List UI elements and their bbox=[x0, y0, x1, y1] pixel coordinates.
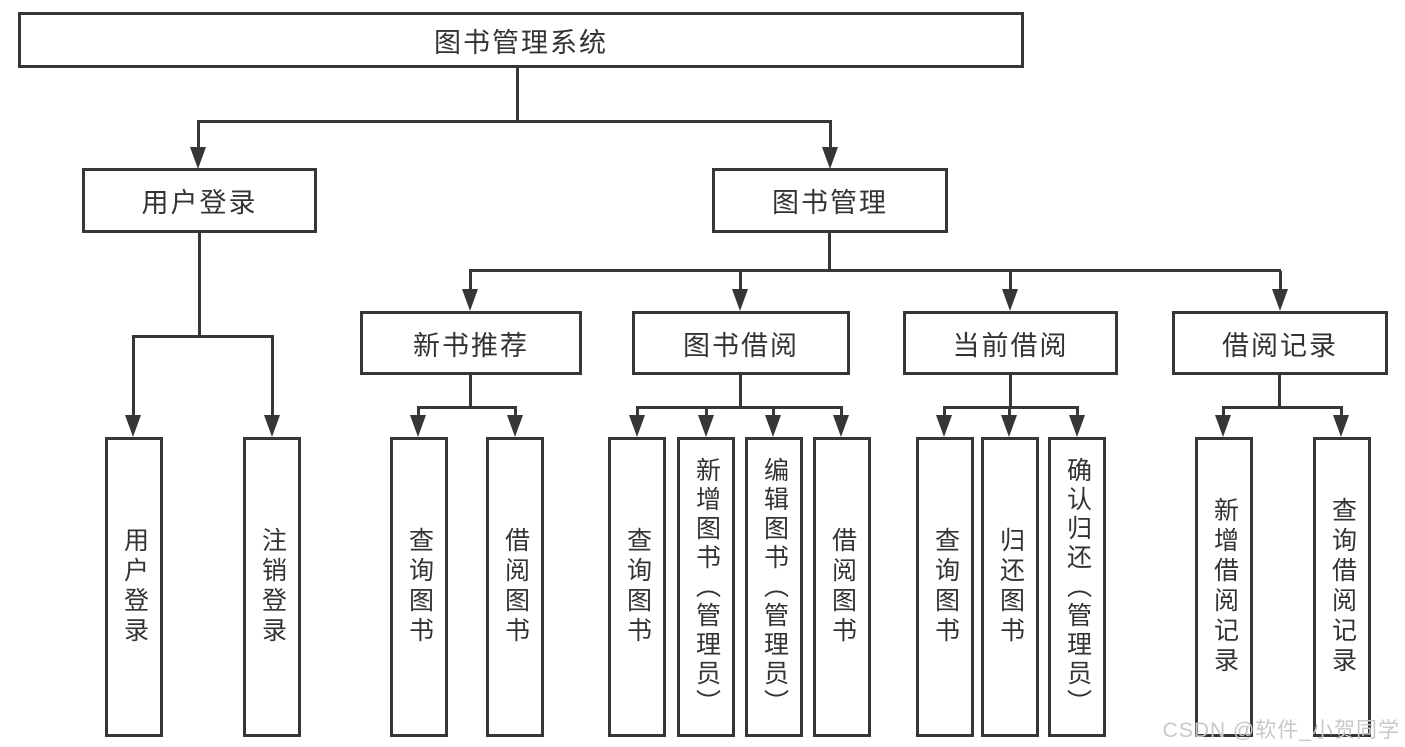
node-user-login: 用户登录 bbox=[82, 168, 317, 233]
node-label: 图书借阅 bbox=[683, 330, 799, 361]
arrowhead-down-icon bbox=[1001, 415, 1017, 437]
arrowhead-down-icon bbox=[410, 415, 426, 437]
csdn-watermark: CSDN @软件_小贺同学 bbox=[1162, 719, 1400, 742]
leaf-label: 查询图书 bbox=[405, 527, 434, 647]
leaf-logout: 注销登录 bbox=[243, 437, 301, 737]
connector-userlogin-vline bbox=[198, 232, 201, 337]
leaf-label: 查询图书 bbox=[623, 527, 652, 647]
connector-currentborrow-vline bbox=[1009, 375, 1012, 408]
connector-stub bbox=[705, 408, 708, 417]
connector-bookborrow-vline bbox=[739, 375, 742, 408]
arrowhead-down-icon bbox=[190, 147, 206, 169]
connector-bookmgmt-vline bbox=[828, 232, 831, 272]
connector-stub bbox=[772, 408, 775, 417]
arrowhead-down-icon bbox=[765, 415, 781, 437]
leaf-search-books-current: 查询图书 bbox=[916, 437, 974, 737]
node-current-borrowing: 当前借阅 bbox=[903, 311, 1118, 375]
leaf-search-books-recommend: 查询图书 bbox=[390, 437, 448, 737]
connector-stub bbox=[514, 408, 517, 417]
connector-borrowrecord-vline bbox=[1278, 375, 1281, 408]
leaf-search-books-borrowing: 查询图书 bbox=[608, 437, 666, 737]
leaf-label: 用户登录 bbox=[120, 527, 149, 647]
connector-newbook-hline bbox=[417, 406, 517, 409]
arrowhead-down-icon bbox=[507, 415, 523, 437]
node-book-management: 图书管理 bbox=[712, 168, 948, 233]
connector-bookborrow-hline bbox=[636, 406, 843, 409]
connector-stub bbox=[197, 122, 200, 149]
connector-root-vline bbox=[516, 66, 519, 122]
leaf-return-books: 归还图书 bbox=[981, 437, 1039, 737]
arrowhead-down-icon bbox=[264, 415, 280, 437]
arrowhead-down-icon bbox=[1215, 415, 1231, 437]
node-book-borrowing: 图书借阅 bbox=[632, 311, 850, 375]
leaf-add-borrow-record: 新增借阅记录 bbox=[1195, 437, 1253, 737]
connector-stub bbox=[840, 408, 843, 417]
leaf-label: 借阅图书 bbox=[501, 527, 530, 647]
arrowhead-down-icon bbox=[936, 415, 952, 437]
arrowhead-down-icon bbox=[1002, 289, 1018, 311]
connector-stub bbox=[1279, 271, 1282, 291]
arrowhead-down-icon bbox=[1069, 415, 1085, 437]
connector-userlogin-hline bbox=[132, 335, 274, 338]
connector-stub bbox=[417, 408, 420, 417]
leaf-label: 注销登录 bbox=[258, 527, 287, 647]
node-label: 当前借阅 bbox=[952, 330, 1069, 361]
node-label: 图书管理 bbox=[772, 188, 888, 218]
connector-stub bbox=[829, 122, 832, 149]
connector-stub bbox=[739, 271, 742, 291]
leaf-borrow-books: 借阅图书 bbox=[813, 437, 871, 737]
connector-stub bbox=[469, 271, 472, 291]
arrowhead-down-icon bbox=[698, 415, 714, 437]
connector-stub bbox=[1340, 408, 1343, 417]
connector-stub bbox=[1009, 271, 1012, 291]
connector-bookmgmt-hline bbox=[469, 269, 1281, 272]
leaf-label: 编辑图书（管理员） bbox=[760, 456, 789, 718]
leaf-borrow-books-recommend: 借阅图书 bbox=[486, 437, 544, 737]
node-label: 图书管理系统 bbox=[434, 27, 608, 58]
node-label: 用户登录 bbox=[141, 188, 258, 218]
connector-stub bbox=[271, 337, 274, 415]
leaf-label: 查询图书 bbox=[931, 527, 960, 647]
arrowhead-down-icon bbox=[125, 415, 141, 437]
connector-currentborrow-hline bbox=[943, 406, 1079, 409]
leaf-add-books-admin: 新增图书（管理员） bbox=[677, 437, 735, 737]
arrowhead-down-icon bbox=[462, 289, 478, 311]
arrowhead-down-icon bbox=[822, 147, 838, 169]
leaf-label: 确认归还（管理员） bbox=[1063, 456, 1092, 718]
connector-stub bbox=[132, 337, 135, 415]
leaf-label: 借阅图书 bbox=[828, 527, 857, 647]
arrowhead-down-icon bbox=[1333, 415, 1349, 437]
arrowhead-down-icon bbox=[629, 415, 645, 437]
leaf-user-login: 用户登录 bbox=[105, 437, 163, 737]
arrowhead-down-icon bbox=[1272, 289, 1288, 311]
leaf-label: 新增借阅记录 bbox=[1210, 497, 1239, 677]
leaf-search-borrow-record: 查询借阅记录 bbox=[1313, 437, 1371, 737]
connector-borrowrecord-hline bbox=[1222, 406, 1343, 409]
connector-stub bbox=[943, 408, 946, 417]
leaf-edit-books-admin: 编辑图书（管理员） bbox=[745, 437, 803, 737]
connector-stub bbox=[636, 408, 639, 417]
node-label: 借阅记录 bbox=[1222, 330, 1338, 361]
leaf-label: 归还图书 bbox=[996, 527, 1025, 647]
node-borrowing-records: 借阅记录 bbox=[1172, 311, 1388, 375]
arrowhead-down-icon bbox=[833, 415, 849, 437]
leaf-confirm-return-admin: 确认归还（管理员） bbox=[1048, 437, 1106, 737]
connector-root-hline bbox=[197, 120, 832, 123]
connector-stub bbox=[1008, 408, 1011, 417]
connector-stub bbox=[1222, 408, 1225, 417]
node-label: 新书推荐 bbox=[413, 330, 529, 361]
leaf-label: 查询借阅记录 bbox=[1328, 497, 1357, 677]
arrowhead-down-icon bbox=[732, 289, 748, 311]
connector-stub bbox=[1076, 408, 1079, 417]
node-library-management-system: 图书管理系统 bbox=[18, 12, 1024, 68]
connector-newbook-vline bbox=[469, 375, 472, 408]
node-new-book-recommendation: 新书推荐 bbox=[360, 311, 582, 375]
leaf-label: 新增图书（管理员） bbox=[692, 456, 721, 718]
